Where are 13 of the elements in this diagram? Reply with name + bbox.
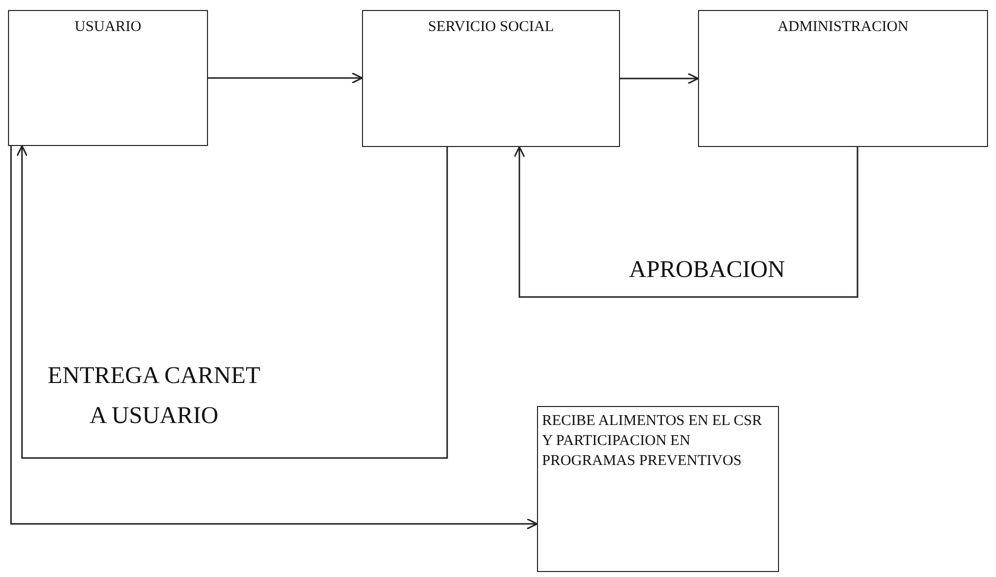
box-label: ADMINISTRACION xyxy=(778,18,908,37)
arrow xyxy=(620,72,699,84)
box-label: RECIBE ALIMENTOS EN EL CSR Y PARTICIPACION EN PROGRAMAS PREVENTIVOS xyxy=(542,412,764,471)
arrow xyxy=(16,145,448,459)
process-box xyxy=(362,10,620,147)
box-label: SERVICIO SOCIAL xyxy=(428,18,554,37)
box-label: USUARIO xyxy=(74,18,142,37)
arrow xyxy=(208,72,363,84)
arrow xyxy=(514,146,858,298)
process-box xyxy=(8,10,208,146)
arrow xyxy=(10,146,538,530)
process-box xyxy=(698,10,988,147)
process-box xyxy=(537,406,779,572)
